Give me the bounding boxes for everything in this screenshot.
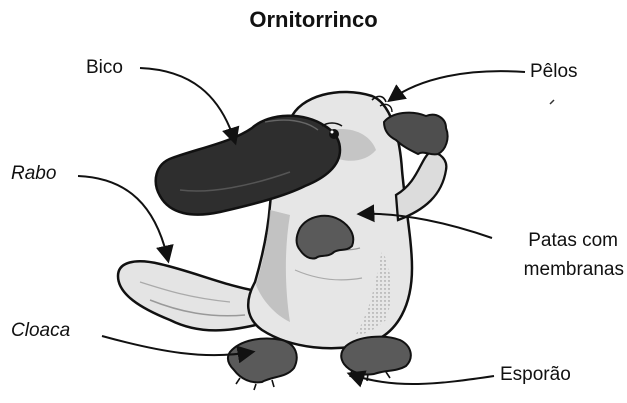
arrow-pelos xyxy=(390,71,525,100)
label-cloaca: Cloaca xyxy=(11,320,70,342)
label-esporao: Esporão xyxy=(500,364,571,386)
label-bico: Bico xyxy=(86,57,123,79)
label-patas-line1: Patas com xyxy=(480,230,618,252)
label-patas-line2: membranas xyxy=(480,259,624,281)
arrow-bico xyxy=(140,68,235,142)
platypus-left-foot xyxy=(228,339,297,383)
platypus-eye xyxy=(329,129,339,139)
platypus-right-foot xyxy=(341,337,411,375)
label-pelos: Pêlos xyxy=(530,61,578,83)
label-rabo: Rabo xyxy=(11,163,56,185)
platypus-tail xyxy=(118,261,268,330)
arrow-rabo xyxy=(78,176,168,260)
arrow-esporao xyxy=(350,374,494,384)
